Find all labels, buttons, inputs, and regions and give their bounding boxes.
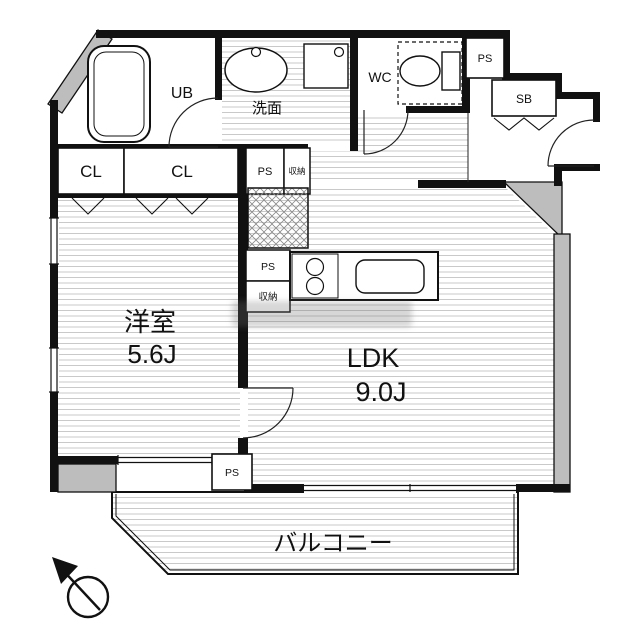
wc-door-arc <box>363 109 409 155</box>
ldk-area: 9.0J <box>355 377 406 407</box>
ps-top-right-label: PS <box>478 53 493 65</box>
ps-hall-box <box>245 147 285 195</box>
entrance-door-arc <box>547 119 595 167</box>
closet-right-box <box>123 147 239 195</box>
wall-right-ldk <box>553 233 571 493</box>
western-room-door-arc <box>242 387 294 439</box>
toilet-tank-icon <box>441 51 461 91</box>
storage-boxes <box>57 37 557 491</box>
storage-kitchen-label: 収納 <box>258 291 277 303</box>
bathtub-icon <box>87 45 151 143</box>
unit-bath-label: UB <box>171 85 193 102</box>
western-room-floor <box>58 196 240 458</box>
doors <box>168 97 595 439</box>
closet-door-marks <box>71 117 555 215</box>
ps-bottom-box <box>211 453 253 491</box>
shaft-crosshatch-box <box>247 187 309 249</box>
shoe-box-door-marks <box>493 117 555 131</box>
storage-kitchen-box <box>245 280 291 313</box>
western-room-name: 洋室 <box>124 307 176 337</box>
ps-kitchen-label: PS <box>261 261 275 273</box>
stove-icon <box>291 253 339 299</box>
western-room-area: 5.6J <box>127 339 176 369</box>
shoe-box-label: SB <box>516 92 532 106</box>
windows <box>49 217 516 493</box>
closet-left-label: CL <box>80 162 102 181</box>
ldk-name: LDK <box>347 343 400 373</box>
wall-bottom-left <box>57 463 117 493</box>
wc-cabinet-dashed-box <box>397 41 463 105</box>
compass-north-icon <box>52 557 110 619</box>
shoe-box <box>491 79 557 117</box>
ps-bottom-label: PS <box>225 467 239 479</box>
washroom-label: 洗面 <box>252 100 282 117</box>
storage-hall-box <box>283 147 311 195</box>
watermark <box>232 301 412 327</box>
unit-bath-door-arc <box>168 97 219 148</box>
ps-hall-label: PS <box>258 166 273 178</box>
balcony-railing-line <box>115 494 515 571</box>
labels: 洋室 5.6J LDK 9.0J バルコニー UB 洗面 WC SB PS PS… <box>80 53 532 557</box>
balcony-label: バルコニー <box>273 530 393 557</box>
toilet-bowl-icon <box>399 55 441 87</box>
kitchen-sink-icon <box>355 259 425 294</box>
wall-diagonal-entry <box>502 181 563 240</box>
storage-hall-label: 収納 <box>288 166 305 176</box>
wc-label: WC <box>368 69 391 85</box>
fixtures <box>87 41 463 301</box>
ps-top-right-box <box>465 37 505 79</box>
closet-right-label: CL <box>171 162 193 181</box>
